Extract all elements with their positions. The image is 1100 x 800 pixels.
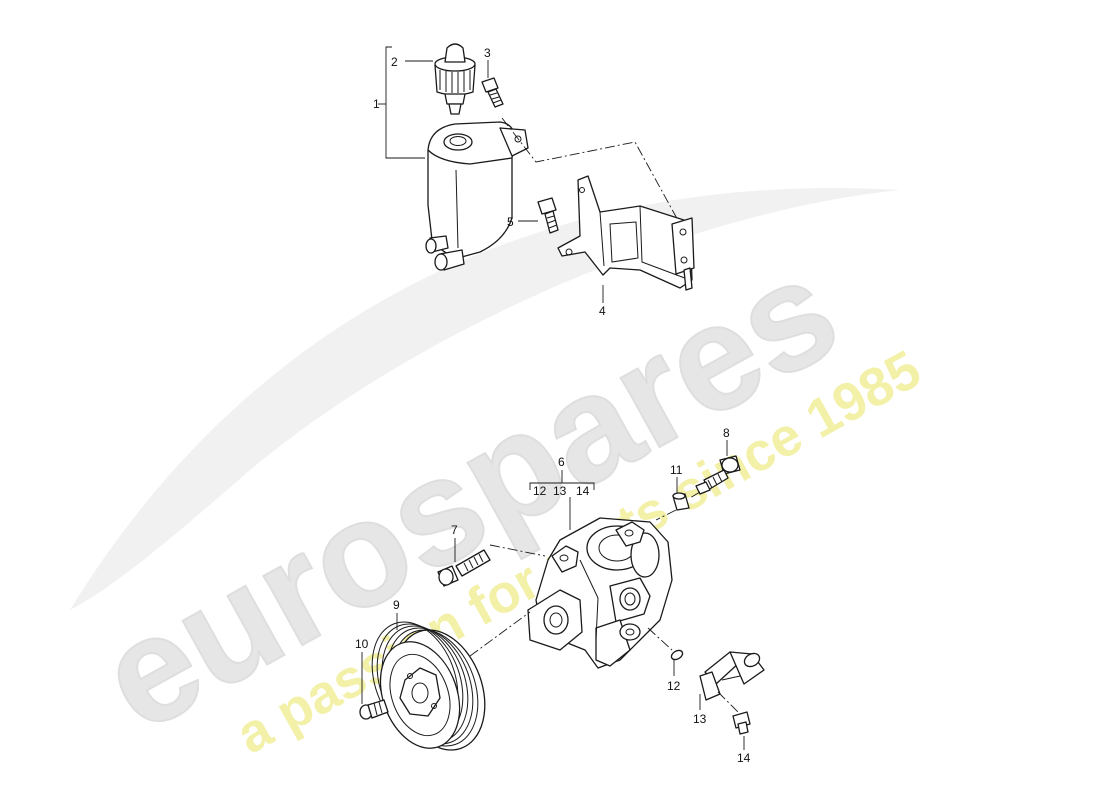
callout-10: 10 bbox=[355, 637, 369, 651]
callout-6-sub-14: 14 bbox=[576, 484, 590, 498]
callout-14: 14 bbox=[737, 751, 751, 765]
callout-6-sub-13: 13 bbox=[553, 484, 567, 498]
pulley bbox=[371, 621, 486, 751]
reservoir-cap bbox=[434, 43, 476, 115]
callout-12: 12 bbox=[667, 679, 681, 693]
callout-1: 1 bbox=[373, 97, 380, 111]
callout-8: 8 bbox=[723, 426, 730, 440]
hose-fitting bbox=[699, 651, 765, 701]
callout-6: 6 bbox=[558, 455, 565, 469]
callout-13: 13 bbox=[693, 712, 707, 726]
bracket-bolt bbox=[537, 197, 559, 234]
fitting-bolt bbox=[732, 711, 751, 735]
reservoir-assembly bbox=[378, 43, 681, 271]
callout-labels: 1 2 3 4 5 6 12 13 14 7 8 9 10 11 12 13 1… bbox=[355, 46, 751, 765]
spacer-sleeve bbox=[672, 492, 690, 511]
callout-3: 3 bbox=[484, 46, 491, 60]
watermark: eurospares a passion for parts since 198… bbox=[70, 188, 930, 765]
reservoir-tank bbox=[425, 121, 529, 271]
o-ring bbox=[670, 649, 684, 661]
power-steering-pump bbox=[527, 517, 673, 669]
pulley-bolt bbox=[359, 699, 389, 720]
reservoir-bolt bbox=[481, 77, 504, 108]
mounting-bracket bbox=[557, 175, 695, 291]
callout-5: 5 bbox=[507, 215, 514, 229]
callout-9: 9 bbox=[393, 598, 400, 612]
pump-bolt-7 bbox=[437, 549, 491, 587]
callout-7: 7 bbox=[451, 523, 458, 537]
watermark-swoosh bbox=[70, 188, 900, 610]
callout-11: 11 bbox=[670, 463, 683, 477]
pump-bolt-8 bbox=[695, 455, 741, 495]
callout-6-sub-12: 12 bbox=[533, 484, 547, 498]
callout-2: 2 bbox=[391, 55, 398, 69]
callout-4: 4 bbox=[599, 304, 606, 318]
